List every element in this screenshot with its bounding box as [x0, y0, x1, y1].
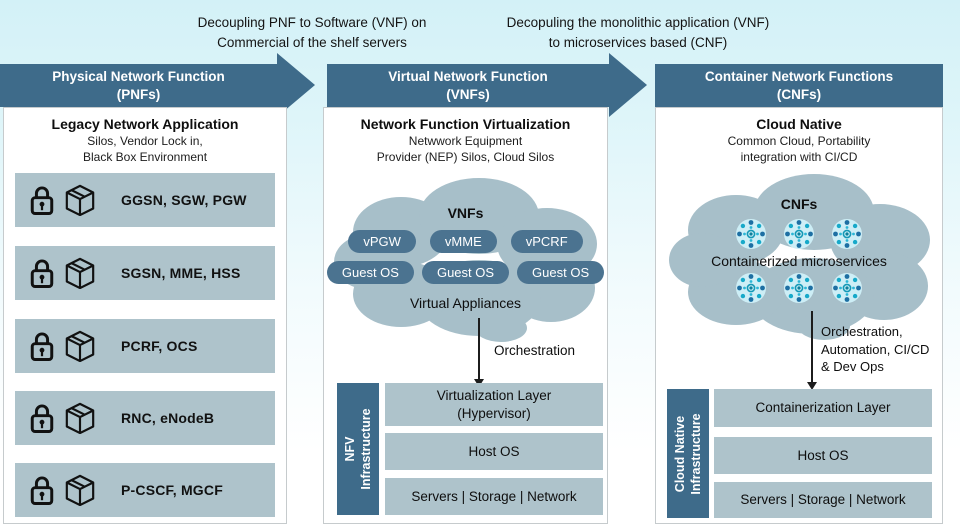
- guest-os-pill: Guest OS: [421, 261, 510, 284]
- banner-cnf: Container Network Functions (CNFs): [655, 64, 943, 107]
- vnf-pill-row: vPGW vMME vPCRF: [324, 230, 607, 253]
- infra-bar-servers-storage-network: Servers | Storage | Network: [714, 482, 932, 518]
- guest-os-pill: Guest OS: [326, 261, 414, 284]
- banner-title: Physical Network Function: [52, 68, 225, 84]
- banner-subtitle: (PNFs): [116, 86, 161, 102]
- lock-icon: [30, 404, 54, 433]
- package-icon: [65, 184, 95, 216]
- vnf-panel-title: Network Function Virtualization: [360, 116, 571, 132]
- orchestration-automation-label: Orchestration, Automation, CI/CD & Dev O…: [821, 324, 930, 375]
- legacy-row: RNC, eNodeB: [15, 391, 275, 445]
- legacy-row-label: P-CSCF, MGCF: [121, 482, 223, 498]
- down-arrow-icon: [807, 311, 817, 390]
- cloud-shape: [334, 178, 597, 342]
- caption-line: Decopuling the monolithic application (V…: [506, 15, 770, 30]
- package-icon: [65, 474, 95, 506]
- cnf-panel-subtitle: Common Cloud, Portability integration wi…: [727, 134, 871, 164]
- legacy-row: PCRF, OCS: [15, 319, 275, 373]
- lock-icon: [30, 259, 54, 288]
- pnf-panel-subtitle: Silos, Vendor Lock in, Black Box Environ…: [82, 134, 208, 164]
- vnf-pill: vMME: [429, 230, 497, 253]
- microservice-icon: [832, 273, 862, 303]
- legacy-row-label: SGSN, MME, HSS: [121, 265, 241, 281]
- guest-os-pill-row: Guest OS Guest OS Guest OS: [324, 261, 607, 284]
- nfv-infrastructure-sidebar: NFV Infrastructure: [337, 383, 379, 515]
- legacy-row-label: GGSN, SGW, PGW: [121, 192, 247, 208]
- panel-vnf: Network Function Virtualization Netwwork…: [323, 107, 608, 524]
- legacy-row-label: PCRF, OCS: [121, 338, 198, 354]
- package-icon: [65, 257, 95, 289]
- right-arrow-icon: [609, 53, 647, 117]
- virtual-appliances-label: Virtual Appliances: [409, 295, 522, 311]
- infra-bar-containerization-layer: Containerization Layer: [714, 389, 932, 427]
- microservice-icon: [832, 219, 862, 249]
- microservice-icon: [736, 273, 766, 303]
- legacy-row: P-CSCF, MGCF: [15, 463, 275, 517]
- microservice-icon: [784, 219, 814, 249]
- microservice-icon: [736, 219, 766, 249]
- microservice-icon: [784, 273, 814, 303]
- caption-pnf-to-vnf: Decoupling PNF to Software (VNF) on Comm…: [152, 13, 472, 52]
- banner-subtitle: (CNFs): [776, 86, 822, 102]
- infra-bar-virtualization-layer: Virtualization Layer (Hypervisor): [385, 383, 603, 426]
- caption-line: Commercial of the shelf servers: [217, 34, 407, 50]
- package-icon: [65, 402, 95, 434]
- caption-line: Decoupling PNF to Software (VNF) on: [197, 15, 427, 30]
- vnf-pill: vPGW: [348, 230, 416, 253]
- guest-os-pill: Guest OS: [517, 261, 605, 284]
- cloud-native-infrastructure-label: Cloud Native Infrastructure: [672, 412, 703, 495]
- package-icon: [65, 330, 95, 362]
- vnf-pill: vPCRF: [510, 230, 583, 253]
- banner-vnf: Virtual Network Function (VNFs): [327, 64, 609, 107]
- infra-bar-host-os: Host OS: [385, 433, 603, 470]
- pnf-panel-title: Legacy Network Application: [51, 116, 239, 132]
- containerized-microservices-label: Containerized microservices: [711, 253, 887, 269]
- banner-title: Virtual Network Function: [388, 68, 548, 84]
- nfv-infrastructure-label: NFV Infrastructure: [342, 408, 373, 490]
- microservices-icon-row: [656, 272, 942, 304]
- caption-line: to microservices based (CNF): [548, 34, 728, 50]
- infra-bar-servers-storage-network: Servers | Storage | Network: [385, 478, 603, 515]
- banner-subtitle: (VNFs): [446, 86, 490, 102]
- panel-pnf: Legacy Network Application Silos, Vendor…: [3, 107, 287, 524]
- lock-icon: [30, 186, 54, 215]
- cloud-native-infrastructure-sidebar: Cloud Native Infrastructure: [667, 389, 709, 518]
- microservices-icon-row: [656, 218, 942, 250]
- vnf-panel-subtitle: Netwwork Equipment Provider (NEP) Silos,…: [376, 134, 555, 164]
- legacy-row: GGSN, SGW, PGW: [15, 173, 275, 227]
- legacy-row: SGSN, MME, HSS: [15, 246, 275, 300]
- down-arrow-icon: [474, 318, 484, 387]
- right-arrow-icon: [277, 53, 315, 117]
- panel-cnf: Cloud Native Common Cloud, Portability i…: [655, 107, 943, 524]
- lock-icon: [30, 332, 54, 361]
- infra-bar-host-os: Host OS: [714, 437, 932, 474]
- orchestration-label: Orchestration: [494, 343, 576, 358]
- banner-title: Container Network Functions: [704, 68, 894, 84]
- banner-pnf: Physical Network Function (PNFs): [0, 64, 277, 107]
- cnfs-label: CNFs: [780, 196, 818, 212]
- lock-icon: [30, 476, 54, 505]
- vnfs-label: VNFs: [447, 205, 484, 221]
- cnf-panel-title: Cloud Native: [756, 116, 842, 132]
- legacy-row-label: RNC, eNodeB: [121, 410, 215, 426]
- caption-vnf-to-cnf: Decopuling the monolithic application (V…: [478, 13, 798, 52]
